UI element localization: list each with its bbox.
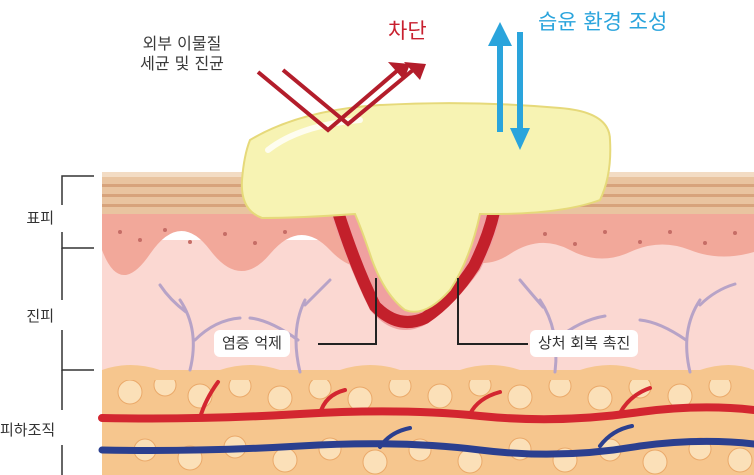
external-label-line2: 세균 및 진균 [118, 54, 246, 74]
dermis-label: 진피 [14, 307, 54, 326]
inflammation-suppression-label: 염증 억제 [214, 330, 290, 357]
hypodermis-label: 피하조직 [0, 421, 54, 440]
moist-environment-label: 습윤 환경 조성 [538, 9, 667, 35]
epidermis-label: 표피 [14, 209, 54, 228]
layer-brackets [62, 176, 94, 475]
wound-healing-label: 상처 회복 촉진 [530, 330, 638, 357]
external-contaminants-label: 외부 이물질 세균 및 진균 [118, 34, 246, 74]
external-label-line1: 외부 이물질 [118, 34, 246, 54]
blocking-label: 차단 [388, 18, 427, 44]
